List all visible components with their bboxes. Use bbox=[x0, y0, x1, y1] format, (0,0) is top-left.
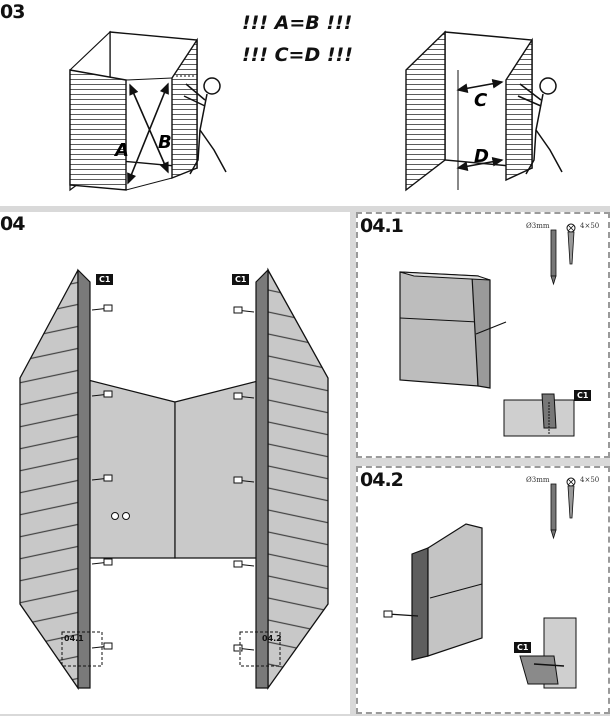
detail-label-right: 04.2 bbox=[262, 634, 282, 643]
detail-label-left: 04.1 bbox=[64, 634, 84, 643]
drill-size-label: Ø3mm bbox=[526, 222, 550, 230]
label-b: B bbox=[158, 132, 172, 153]
label-a: A bbox=[113, 140, 129, 161]
step-04-1-title: 04.1 bbox=[360, 215, 404, 237]
equation-cd: !!! C=D !!! bbox=[242, 44, 353, 66]
equation-ab: !!! A=B !!! bbox=[242, 12, 353, 34]
step-04-2-panel: 04.2 Ø3mm 4×50 C1 bbox=[356, 466, 610, 714]
worker-figure-left bbox=[183, 77, 227, 175]
back-wall-left bbox=[87, 379, 176, 559]
corner-post bbox=[411, 547, 429, 661]
step-03-illustration: A B C D bbox=[69, 30, 563, 192]
drill-bit-icon-2 bbox=[550, 483, 557, 540]
step-04-illustration bbox=[19, 267, 329, 691]
step-04-1-illustration bbox=[399, 223, 576, 437]
detail-box-right bbox=[239, 631, 281, 667]
step-04-panel: 04 bbox=[0, 212, 350, 714]
step-03-panel: 03 !!! A=B !!! !!! C=D !!! A bbox=[0, 0, 610, 206]
screw-icon-2 bbox=[566, 477, 576, 519]
screws-left bbox=[91, 304, 113, 650]
screw-size-label-2: 4×50 bbox=[580, 476, 600, 484]
screw-size-label: 4×50 bbox=[580, 222, 600, 230]
step-03-title: 03 bbox=[0, 1, 25, 23]
slotted-boards bbox=[427, 523, 483, 657]
label-c: C bbox=[474, 90, 488, 111]
back-wall-right bbox=[174, 379, 263, 559]
screws-right bbox=[233, 306, 255, 652]
side-wall-left bbox=[19, 269, 79, 691]
drill-size-label-2: Ø3mm bbox=[526, 476, 550, 484]
drill-bit-icon bbox=[550, 229, 557, 286]
tag-c1-left: C1 bbox=[96, 274, 114, 285]
side-wall-right bbox=[267, 267, 329, 691]
detail-box-left bbox=[61, 631, 103, 667]
step-04-title: 04 bbox=[0, 213, 25, 235]
tag-c1-right: C1 bbox=[232, 274, 250, 285]
screw-icon bbox=[566, 223, 576, 265]
tag-c1-detail-2: C1 bbox=[514, 642, 532, 653]
step-04-2-title: 04.2 bbox=[360, 469, 404, 491]
box-diagonals: A B bbox=[69, 30, 227, 192]
board-piece bbox=[399, 271, 479, 387]
step-04-1-panel: 04.1 Ø3mm 4×50 C1 bbox=[356, 212, 610, 458]
label-d: D bbox=[474, 146, 489, 167]
corner-detail bbox=[503, 399, 575, 437]
tag-c1-detail-1: C1 bbox=[574, 390, 592, 401]
box-parallel: C D bbox=[405, 30, 563, 192]
worker-figure-right bbox=[517, 77, 563, 175]
step-04-2-illustration bbox=[383, 477, 577, 689]
